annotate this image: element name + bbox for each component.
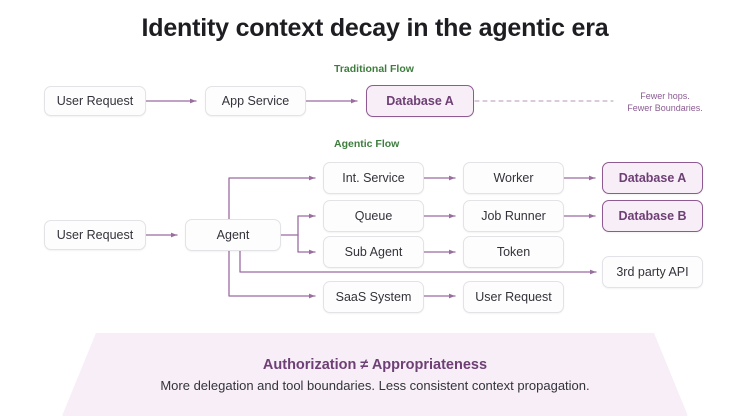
node-token[interactable]: Token (463, 236, 564, 268)
node-database-b[interactable]: Database B (602, 200, 703, 232)
note-line-1: Fewer hops. (640, 91, 690, 101)
wire-agent-to-sub-agent (297, 234, 316, 255)
node-agent[interactable]: Agent (185, 219, 281, 251)
summary-banner-subtitle: More delegation and tool boundaries. Les… (160, 377, 590, 393)
wire-agent-to-int-service (228, 175, 316, 220)
node-trad-user-request[interactable]: User Request (44, 86, 146, 116)
node-3rd-party-api[interactable]: 3rd party API (602, 256, 703, 288)
section-label-agentic-flow: Agentic Flow (334, 138, 400, 150)
node-queue[interactable]: Queue (323, 200, 424, 232)
node-trad-app-service[interactable]: App Service (205, 86, 306, 116)
node-int-service[interactable]: Int. Service (323, 162, 424, 194)
node-saas-system[interactable]: SaaS System (323, 281, 424, 313)
node-job-runner[interactable]: Job Runner (463, 200, 564, 232)
summary-banner-content: Authorization ≠ Appropriateness More del… (62, 333, 688, 416)
note-fewer-hops: Fewer hops. Fewer Boundaries. (610, 90, 720, 114)
summary-banner-title: Authorization ≠ Appropriateness (262, 356, 488, 373)
page-title: Identity context decay in the agentic er… (141, 14, 609, 42)
node-trad-database-a[interactable]: Database A (366, 85, 474, 117)
node-database-a[interactable]: Database A (602, 162, 703, 194)
node-worker[interactable]: Worker (463, 162, 564, 194)
section-label-traditional-flow: Traditional Flow (334, 63, 414, 75)
note-line-2: Fewer Boundaries. (627, 103, 703, 113)
wire-agent-to-saas (228, 249, 316, 299)
wire-agent-to-queue (297, 213, 316, 236)
node-sub-agent[interactable]: Sub Agent (323, 236, 424, 268)
node-agentic-user-request[interactable]: User Request (44, 220, 146, 250)
node-user-request-2[interactable]: User Request (463, 281, 564, 313)
summary-banner: Authorization ≠ Appropriateness More del… (62, 333, 688, 416)
